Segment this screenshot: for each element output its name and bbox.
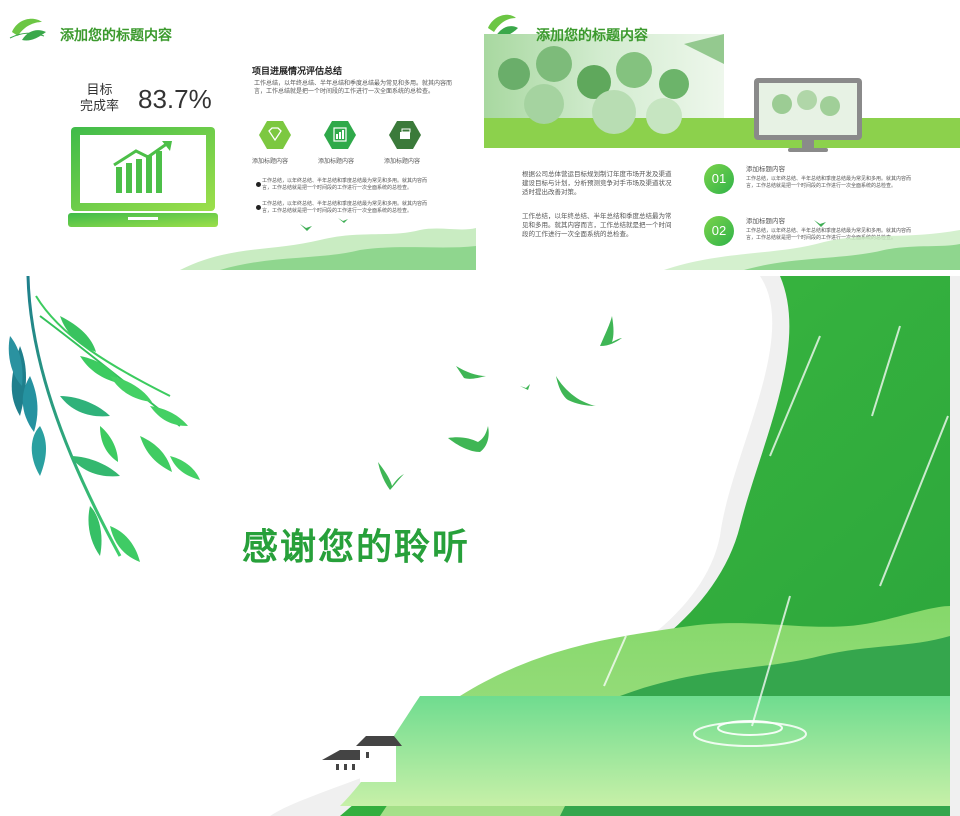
rate-label-line2: 完成率 xyxy=(80,98,120,113)
item-title-1: 添加标题内容 xyxy=(746,165,785,173)
hills-decoration xyxy=(664,220,960,270)
paragraph-2: 工作总结，以年终总结、半年总结和季度总结最为常见和多用。就其内容而言，工作总结就… xyxy=(522,212,672,238)
chart-hex-icon xyxy=(324,121,356,149)
leaf-logo-icon xyxy=(9,18,46,41)
slide-1: 添加您的标题内容 目标 完成率 83.7% 项目进展情况评估总结 工作总结，以年… xyxy=(0,0,476,270)
slide-2: 添加您的标题内容 根据公司总体营运目标规划制订年度市场开发及渠道建设目标与计划，… xyxy=(484,0,960,270)
page-title: 添加您的标题内容 xyxy=(536,28,648,44)
rate-label-line1: 目标 xyxy=(86,82,113,97)
rate-value: 83.7% xyxy=(138,84,212,114)
crowd-photo-banner xyxy=(484,34,960,148)
item-text-1: 工作总结，以年终总结、半年总结和季度总结最为常见和多用。就其内容而言，工作总结就… xyxy=(746,176,912,189)
bird-icon xyxy=(300,224,312,231)
paragraph-1: 根据公司总体营运目标规划制订年度市场开发及渠道建设目标与计划，分析预测竞争对手市… xyxy=(522,170,672,196)
laptop-chart-icon xyxy=(68,127,218,227)
section-heading: 项目进展情况评估总结 xyxy=(252,67,343,77)
icon-label-1: 添加标题内容 xyxy=(252,158,289,165)
intro-text: 工作总结，以年终总结、半年总结和季度总结最为常见和多用。就其内容而言，工作总结就… xyxy=(254,80,453,95)
willow-branch-icon xyxy=(8,276,200,562)
leaf-logo-icon xyxy=(488,14,518,37)
bird-icon xyxy=(378,316,622,490)
icon-label-2: 添加标题内容 xyxy=(318,158,355,165)
hills-decoration xyxy=(180,218,476,270)
bird-icon xyxy=(814,220,826,227)
house-icon xyxy=(322,736,402,782)
item-title-2: 添加标题内容 xyxy=(746,217,785,225)
bird-icon xyxy=(338,218,348,223)
monitor-icon xyxy=(754,78,862,152)
bullet-text-1: 工作总结，以年终总结、半年总结和季度总结最为常见和多用。就其内容而言，工作总结就… xyxy=(262,178,428,191)
card-hex-icon xyxy=(389,121,421,149)
bullet-text-2: 工作总结，以年终总结、半年总结和季度总结最为常见和多用。就其内容而言，工作总结就… xyxy=(262,201,428,214)
bullet-dot xyxy=(256,182,261,187)
landscape-illustration xyxy=(8,276,960,816)
item-text-2: 工作总结，以年终总结、半年总结和季度总结最为常见和多用。就其内容而言，工作总结就… xyxy=(746,228,912,241)
slide-3: 感谢您的聆听 xyxy=(0,276,960,816)
icon-label-3: 添加标题内容 xyxy=(384,158,421,165)
item-number-2: 02 xyxy=(704,216,734,246)
bullet-dot xyxy=(256,205,261,210)
rate-label: 目标 完成率 xyxy=(80,82,119,114)
diamond-hex-icon xyxy=(259,121,291,149)
page-title: 添加您的标题内容 xyxy=(60,28,172,44)
item-number-1: 01 xyxy=(704,164,734,194)
thanks-title: 感谢您的聆听 xyxy=(242,526,471,568)
